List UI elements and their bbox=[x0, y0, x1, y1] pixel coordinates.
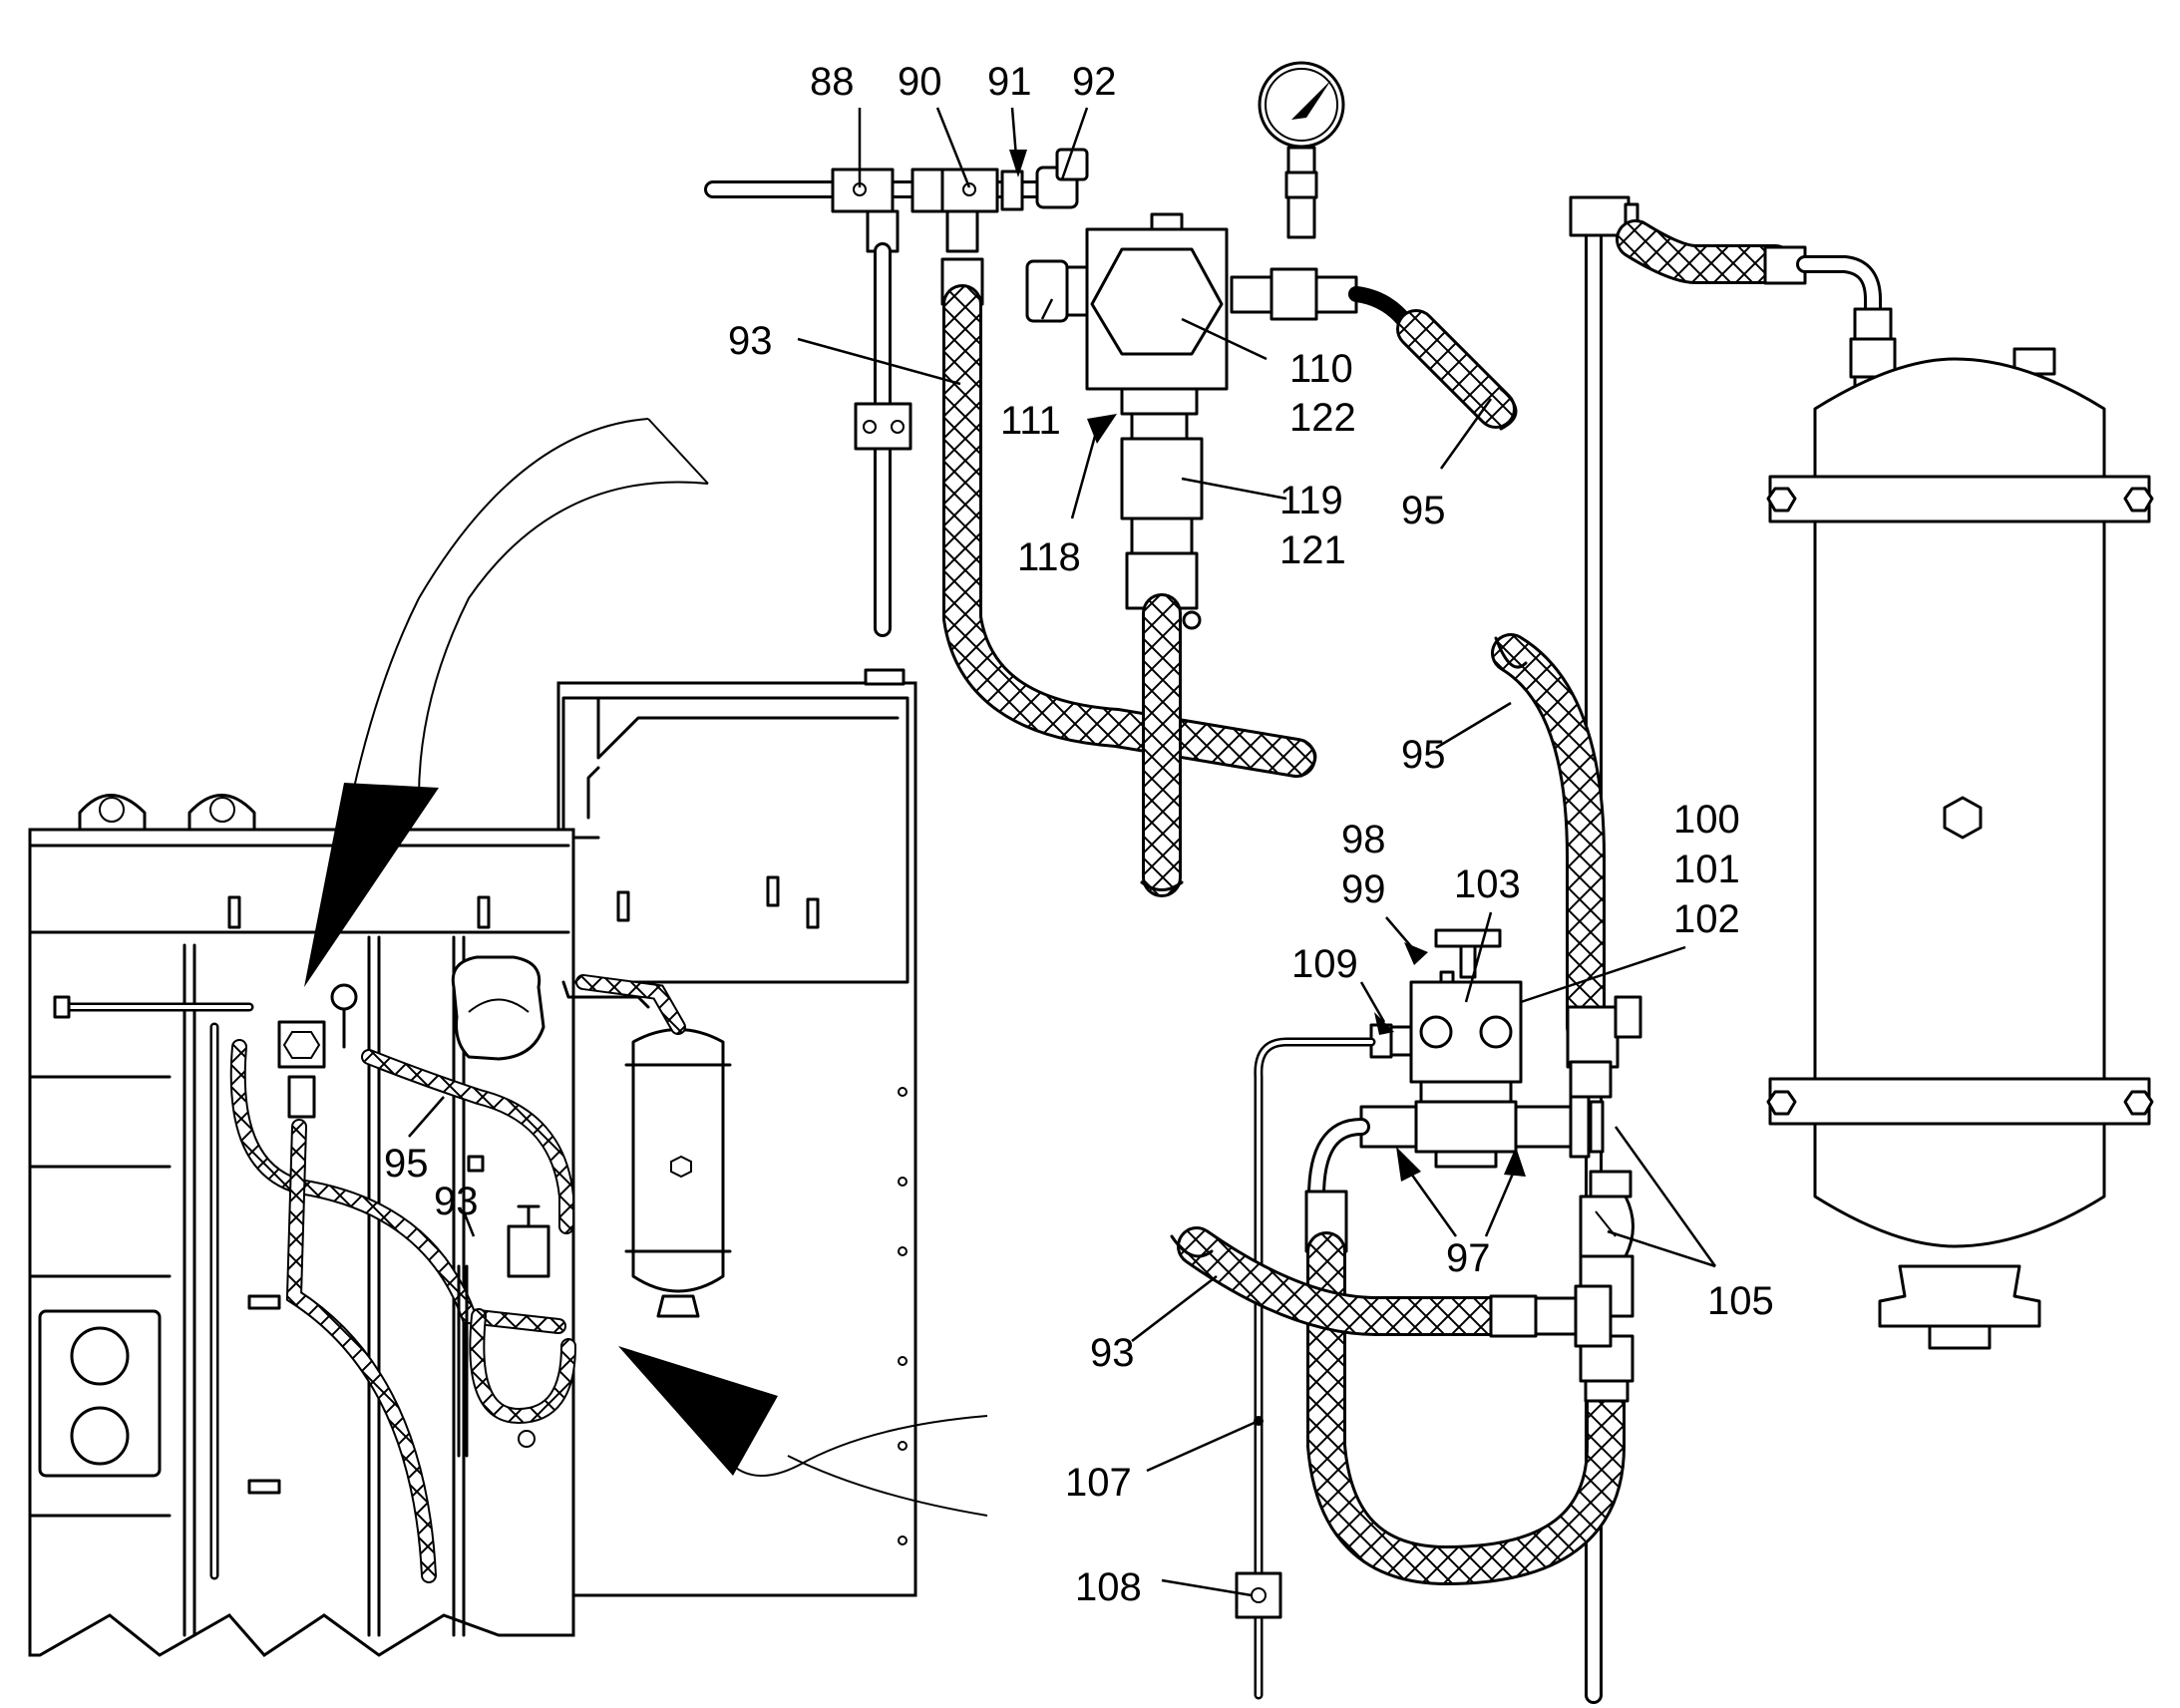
callout-88: 88 bbox=[810, 60, 855, 104]
leader-lines bbox=[408, 107, 1717, 1597]
callout-93-top: 93 bbox=[728, 319, 773, 363]
callout-102: 102 bbox=[1673, 897, 1740, 941]
tee-fitting-90 bbox=[940, 168, 999, 213]
callout-119: 119 bbox=[1279, 479, 1343, 522]
regulator-knob bbox=[1434, 928, 1502, 948]
callout-99: 99 bbox=[1341, 867, 1386, 911]
callout-109: 109 bbox=[1291, 942, 1358, 986]
callout-95-mid: 95 bbox=[1401, 733, 1446, 777]
tee-fitting-88 bbox=[831, 168, 895, 213]
callout-110: 110 bbox=[1289, 347, 1353, 391]
pipe-clamp bbox=[854, 402, 912, 451]
callout-labels: 88 90 91 92 93 111 110 122 118 119 121 9… bbox=[384, 60, 1774, 1609]
callout-108: 108 bbox=[1075, 1565, 1142, 1609]
callout-90: 90 bbox=[898, 60, 942, 104]
callout-101: 101 bbox=[1673, 848, 1740, 891]
plug-111 bbox=[1025, 259, 1069, 323]
callout-97: 97 bbox=[1446, 1236, 1491, 1280]
callout-121: 121 bbox=[1279, 528, 1346, 572]
callout-107: 107 bbox=[1065, 1461, 1132, 1505]
detail-filter-head bbox=[1025, 61, 1518, 897]
overview-regulator bbox=[507, 1224, 550, 1278]
lifting-eye-right bbox=[187, 794, 256, 832]
heater-casting bbox=[451, 955, 545, 1061]
overview-filter-head bbox=[277, 1020, 326, 1069]
callout-122: 122 bbox=[1289, 396, 1356, 440]
tank-band-upper bbox=[1768, 475, 2151, 523]
callout-91: 91 bbox=[987, 60, 1032, 104]
callout-103: 103 bbox=[1454, 862, 1521, 906]
callout-93-overview: 93 bbox=[434, 1180, 479, 1223]
tank-drain-cap bbox=[1878, 1264, 2041, 1328]
arrow-pointer-upper bbox=[304, 783, 439, 987]
cabinet-overview bbox=[28, 668, 917, 1657]
detail-tank-assembly bbox=[1569, 195, 2154, 1704]
callout-105: 105 bbox=[1707, 1279, 1774, 1323]
callout-95-top: 95 bbox=[1401, 489, 1446, 532]
regulator-base bbox=[1414, 1100, 1518, 1154]
lifting-eye-left bbox=[78, 794, 147, 832]
detail-fuel-manifold bbox=[704, 148, 1317, 778]
tank-band-lower bbox=[1768, 1077, 2151, 1126]
adapter-119 bbox=[1120, 437, 1204, 520]
callout-93-right: 93 bbox=[1090, 1331, 1135, 1375]
overview-fuel-tank bbox=[631, 1028, 725, 1293]
clamp-108 bbox=[1235, 1571, 1282, 1619]
callout-95-overview: 95 bbox=[384, 1142, 429, 1186]
callout-100: 100 bbox=[1673, 798, 1740, 842]
pressure-gauge bbox=[1258, 61, 1345, 149]
detail-regulator bbox=[1170, 633, 1642, 1700]
callout-98: 98 bbox=[1341, 818, 1386, 861]
access-plate bbox=[38, 1309, 162, 1478]
callout-111: 111 bbox=[1000, 399, 1061, 443]
callout-118: 118 bbox=[1017, 535, 1081, 579]
view-arrows bbox=[304, 418, 988, 1517]
callout-92: 92 bbox=[1072, 60, 1117, 104]
arrow-pointer-lower bbox=[618, 1346, 778, 1476]
